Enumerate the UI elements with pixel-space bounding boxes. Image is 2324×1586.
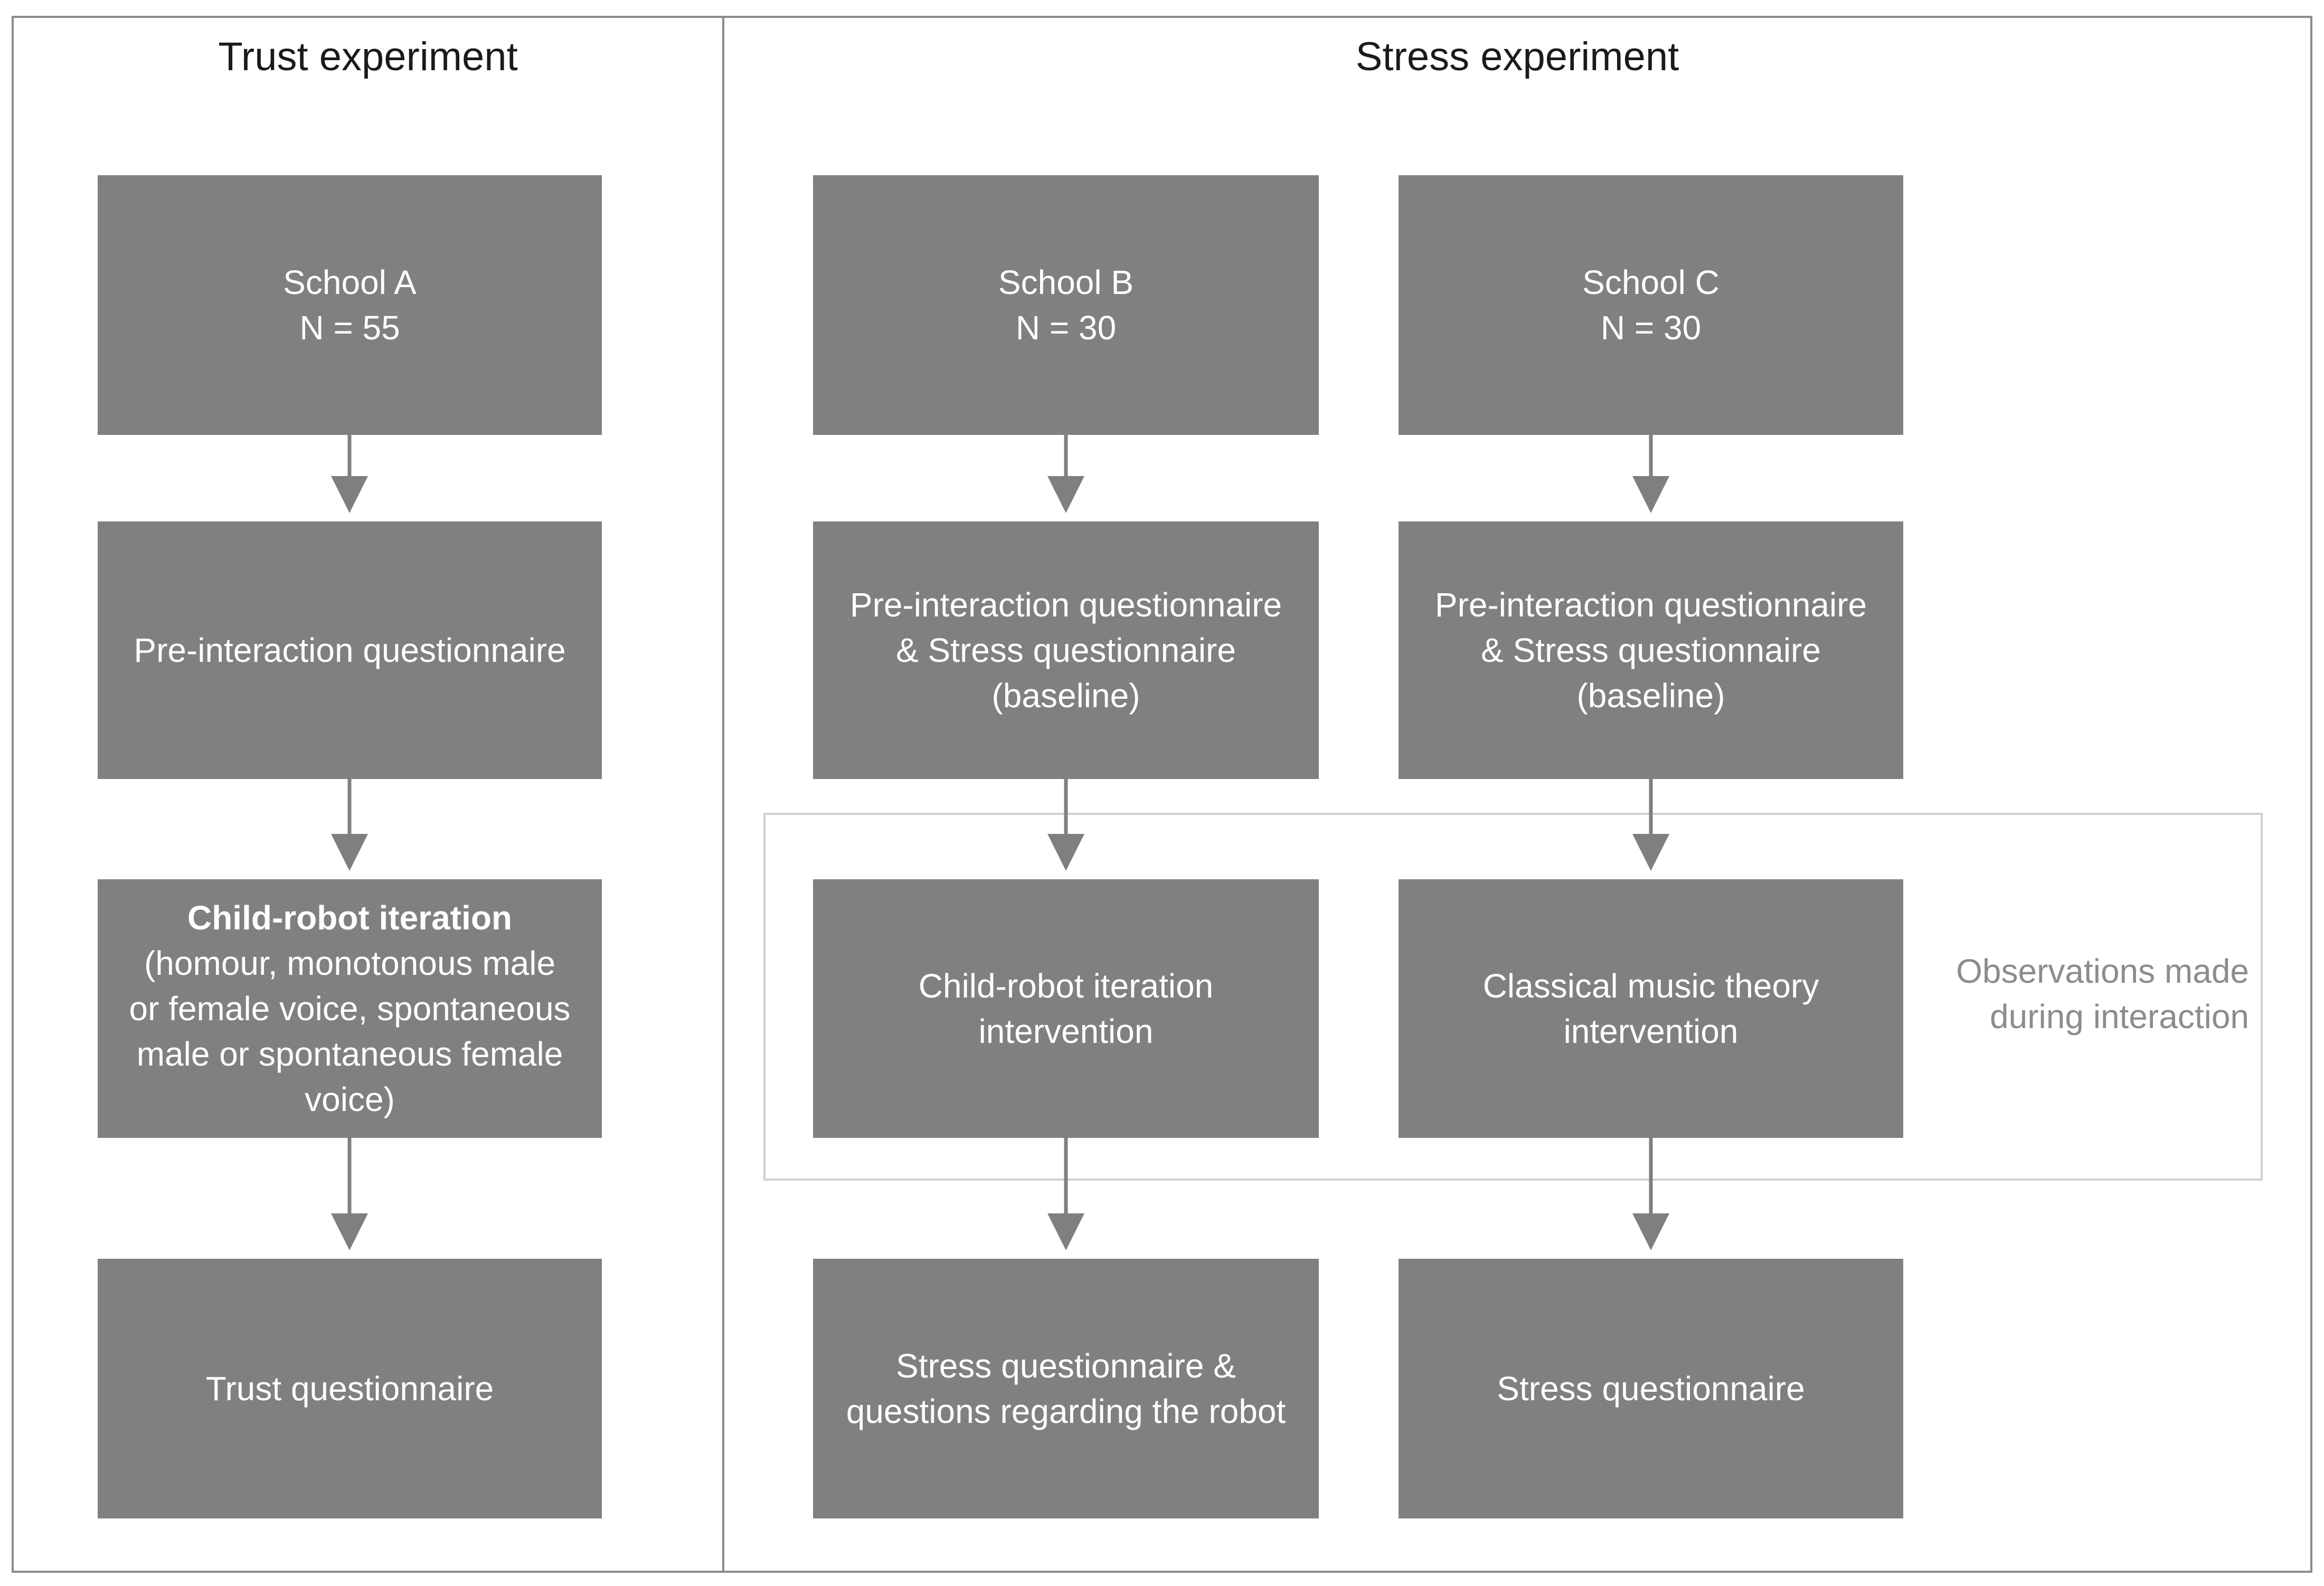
- pre-b-line1: Pre-interaction questionnaire: [849, 586, 1282, 624]
- pre-c-line3: (baseline): [1576, 677, 1725, 715]
- school-b-count: N = 30: [1015, 309, 1117, 347]
- observation-label-line2: during interaction: [1990, 998, 2249, 1036]
- iter-b-line2: intervention: [978, 1012, 1154, 1050]
- stress-q-c-line1: Stress questionnaire: [1497, 1370, 1805, 1408]
- music-c-line2: intervention: [1563, 1012, 1739, 1050]
- trust-questionnaire-box: Trust questionnaire: [98, 1259, 602, 1518]
- pre-interaction-questionnaire-b-box: Pre-interaction questionnaire & Stress q…: [813, 521, 1319, 779]
- trust-experiment-title: Trust experiment: [218, 34, 518, 79]
- stress-questionnaire-c-box: Stress questionnaire: [1399, 1259, 1903, 1518]
- pre-a-line1: Pre-interaction questionnaire: [134, 631, 566, 669]
- classical-music-theory-box: Classical music theory intervention: [1399, 879, 1903, 1138]
- school-c-label: School C: [1582, 263, 1720, 301]
- iter-a-line3: male or spontaneous female: [136, 1035, 563, 1073]
- pre-c-line2: & Stress questionnaire: [1481, 631, 1821, 669]
- iter-b-line1: Child-robot iteration: [918, 967, 1214, 1005]
- stress-experiment-panel: Stress experiment: [722, 16, 2312, 1573]
- school-a-count: N = 55: [299, 309, 400, 347]
- stress-q-b-line1: Stress questionnaire &: [896, 1347, 1236, 1385]
- pre-interaction-questionnaire-c-box: Pre-interaction questionnaire & Stress q…: [1399, 521, 1903, 779]
- pre-c-line1: Pre-interaction questionnaire: [1434, 586, 1867, 624]
- school-b-box: School B N = 30: [813, 175, 1319, 435]
- iter-a-line2: or female voice, spontaneous: [129, 990, 571, 1028]
- stress-questionnaire-b-box: Stress questionnaire & questions regardi…: [813, 1259, 1319, 1518]
- iter-a-title: Child-robot iteration: [187, 899, 513, 937]
- school-a-box: School A N = 55: [98, 175, 602, 435]
- pre-b-line2: & Stress questionnaire: [896, 631, 1236, 669]
- school-c-count: N = 30: [1600, 309, 1702, 347]
- stress-experiment-title: Stress experiment: [1355, 34, 1679, 79]
- iter-a-line4: voice): [305, 1080, 395, 1118]
- school-b-label: School B: [998, 263, 1134, 301]
- iter-a-line1: (homour, monotonous male: [144, 944, 556, 982]
- observation-frame: [763, 813, 2263, 1181]
- observation-label-line1: Observations made: [1956, 952, 2249, 990]
- pre-interaction-questionnaire-a-box: Pre-interaction questionnaire: [98, 521, 602, 779]
- music-c-line1: Classical music theory: [1482, 967, 1819, 1005]
- trust-q-line1: Trust questionnaire: [205, 1370, 494, 1408]
- pre-b-line3: (baseline): [991, 677, 1140, 715]
- child-robot-iteration-a-box: Child-robot iteration (homour, monotonou…: [98, 879, 602, 1138]
- school-a-label: School A: [283, 263, 417, 301]
- child-robot-iteration-b-box: Child-robot iteration intervention: [813, 879, 1319, 1138]
- school-c-box: School C N = 30: [1399, 175, 1903, 435]
- observation-label: Observations made during interaction: [1901, 948, 2249, 1039]
- stress-q-b-line2: questions regarding the robot: [846, 1392, 1286, 1430]
